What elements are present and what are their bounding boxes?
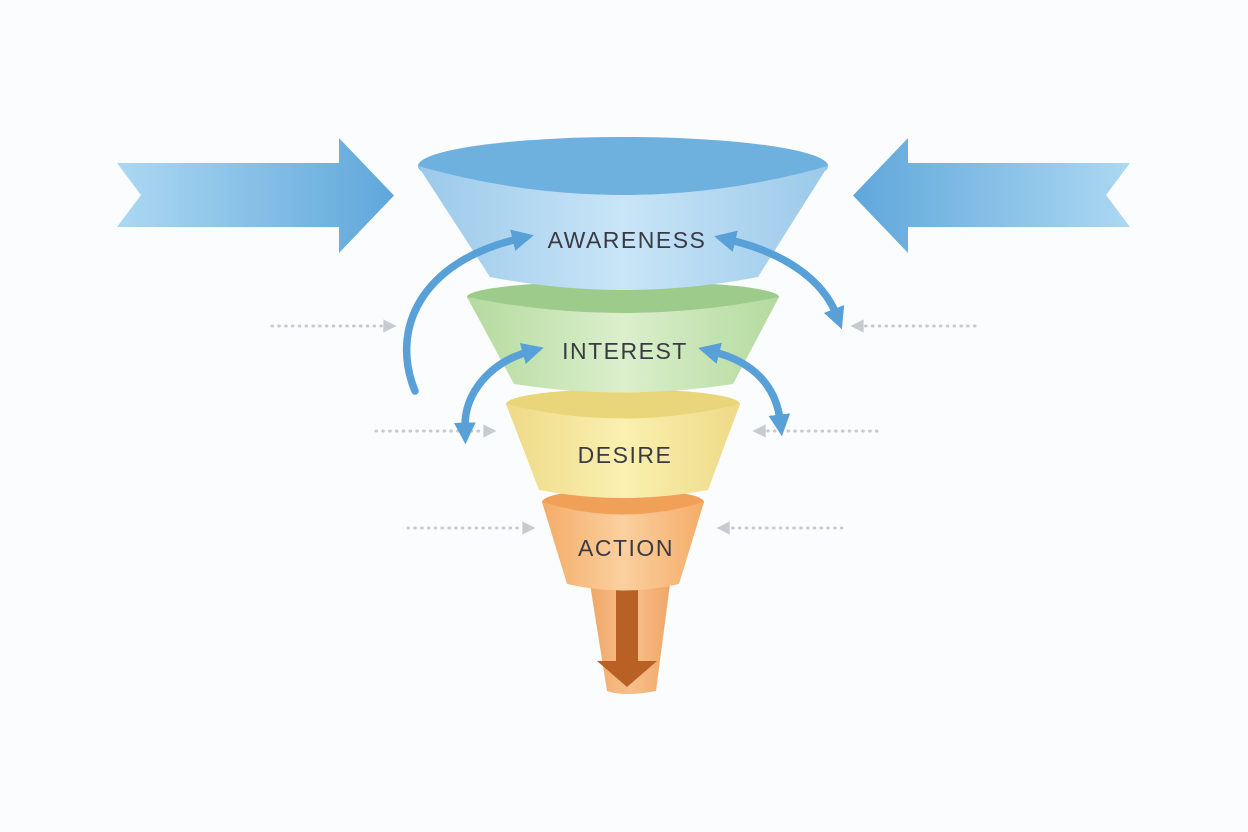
inflow-arrow-left-icon — [117, 138, 394, 253]
loop-arrow-left-awareness-icon — [403, 229, 534, 395]
loop-arrow-left-interest-icon — [453, 343, 544, 445]
stage-label-awareness: AWARENESS — [548, 227, 707, 253]
stage-cap-interest — [467, 281, 779, 313]
stage-cap-awareness — [418, 137, 828, 195]
loop-arrow-right-awareness-icon — [714, 230, 845, 330]
loop-arrow-right-interest-icon — [698, 342, 791, 437]
stage-cap-desire — [506, 389, 740, 419]
stage-body-action — [542, 502, 704, 591]
outlet-down-arrow-icon — [597, 586, 657, 687]
stage-label-interest: INTEREST — [562, 338, 688, 364]
stage-label-action: ACTION — [578, 535, 674, 561]
inflow-arrow-right-icon — [853, 138, 1130, 253]
stage-label-desire: DESIRE — [578, 442, 673, 468]
stage-body-desire — [506, 404, 740, 498]
